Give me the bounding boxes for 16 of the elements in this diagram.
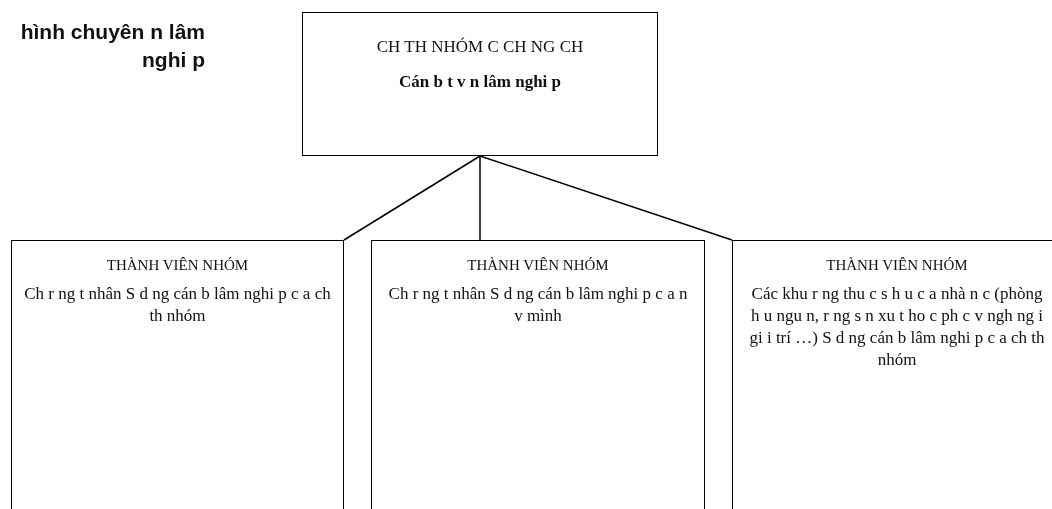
- box-description: Ch r ng t nhân S d ng cán b lâm nghi p c a n v mình: [387, 283, 689, 327]
- connector-line: [479, 155, 481, 241]
- box-heading: THÀNH VIÊN NHÓM: [105, 256, 250, 275]
- box-heading: CH TH NHÓM C CH NG CH: [375, 36, 585, 58]
- box-heading: THÀNH VIÊN NHÓM: [825, 256, 969, 275]
- box-subheading: Cán b t v n lâm nghi p: [398, 71, 562, 93]
- box-description: Ch r ng t nhân S d ng cán b lâm nghi p c a ch th nhóm: [23, 283, 332, 327]
- connector-line: [343, 155, 481, 241]
- diagram-title: hình chuyên n lâm nghi p: [19, 19, 205, 73]
- group-head-box: [302, 12, 658, 156]
- member-box: [732, 240, 1052, 509]
- connector-line: [479, 155, 733, 241]
- member-box: [371, 240, 705, 509]
- box-description: Các khu r ng thu c s h u c a nhà n c (phòng h u ngu n, r ng s n xu t ho c ph c v ngh ng i gi i trí …) S d ng cán b lâm nghi p c a ch th nhóm: [748, 283, 1046, 371]
- member-box: [11, 240, 344, 509]
- box-heading: THÀNH VIÊN NHÓM: [466, 256, 610, 275]
